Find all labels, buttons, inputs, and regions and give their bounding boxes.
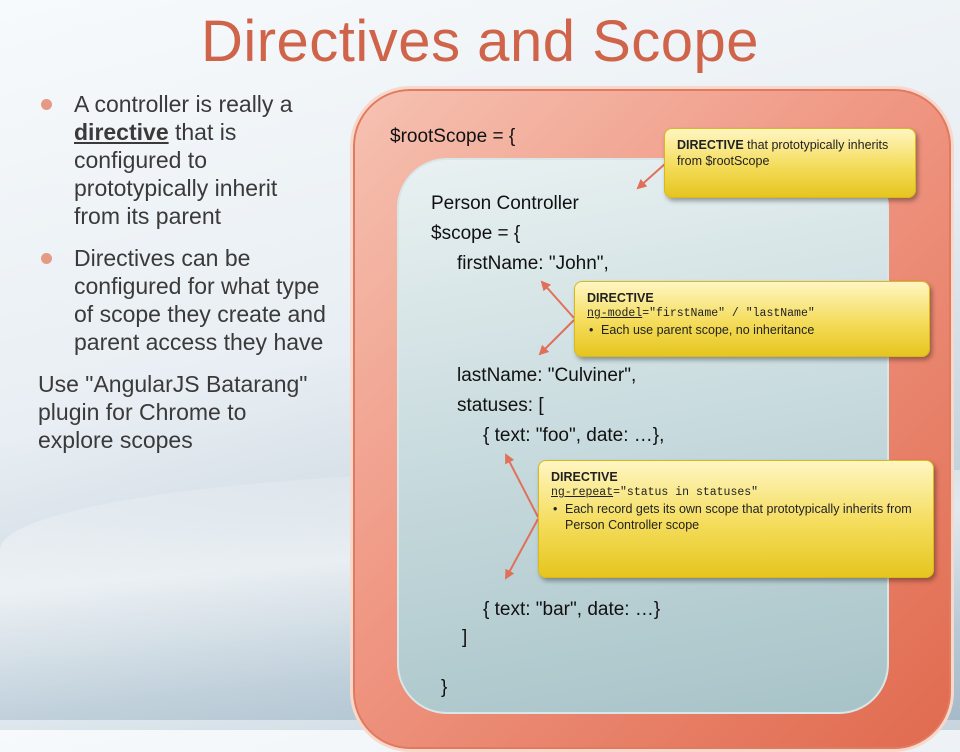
bullet-text: Directives can be configured for what ty… <box>74 245 326 355</box>
callout-attr-name: ng-model <box>587 307 643 320</box>
bullet-item: A controller is really a directive that … <box>38 90 328 230</box>
arrow-root-icon <box>636 162 667 190</box>
arrow-status-bar-icon <box>505 518 539 580</box>
code-status-bar: { text: "bar", date: …} <box>483 599 661 620</box>
callout-text: that prototypically inherits from $rootS… <box>677 138 889 168</box>
batarang-note: Use "AngularJS Batarang" plugin for Chro… <box>38 371 308 453</box>
bullet-list: A controller is really a directive that … <box>38 90 328 454</box>
bullet-dot-icon <box>41 99 52 110</box>
bullet-dot-icon <box>41 253 52 264</box>
code-status-foo: { text: "foo", date: …}, <box>483 425 665 446</box>
callout-arrows <box>505 162 667 580</box>
controller-scope-box <box>397 158 889 714</box>
code-array-close: ] <box>462 627 468 648</box>
callout-attr-name: ng-repeat <box>551 486 614 499</box>
bullet-text: that is configured to prototypically inh… <box>74 119 278 229</box>
callout-point: Each use parent scope, no inheritance <box>587 322 917 338</box>
code-statuses-open: statuses: [ <box>457 395 544 416</box>
callout-attr-value: ="firstName" / "lastName" <box>642 307 815 320</box>
callout-keyword: DIRECTIVE <box>677 138 744 152</box>
callout-root-directive: DIRECTIVE that prototypically inherits f… <box>664 128 916 198</box>
code-brace-close: } <box>441 677 448 698</box>
slide-title: Directives and Scope <box>200 9 760 74</box>
callout-model-directive: DIRECTIVE ng-model="firstName" / "lastNa… <box>574 281 930 357</box>
code-root-scope: $rootScope = { <box>390 126 516 147</box>
callout-attr-value: ="status in statuses" <box>613 486 759 499</box>
callout-repeat-directive: DIRECTIVE ng-repeat="status in statuses"… <box>538 460 934 578</box>
arrow-first-name-icon <box>540 280 575 319</box>
arrow-last-name-icon <box>538 319 575 356</box>
bullet-emphasis: directive <box>74 119 169 145</box>
arrow-status-foo-icon <box>505 453 539 518</box>
callout-keyword: DIRECTIVE <box>587 291 654 305</box>
code-controller-name: Person Controller <box>431 193 579 214</box>
callout-keyword: DIRECTIVE <box>551 470 618 484</box>
bullet-text: A controller is really a <box>74 91 293 117</box>
code-first-name: firstName: "John", <box>457 253 609 274</box>
code-last-name: lastName: "Culviner", <box>457 365 637 386</box>
code-scope-open: $scope = { <box>431 223 521 244</box>
bullet-item: Directives can be configured for what ty… <box>38 244 328 356</box>
callout-point: Each record gets its own scope that prot… <box>551 501 921 533</box>
